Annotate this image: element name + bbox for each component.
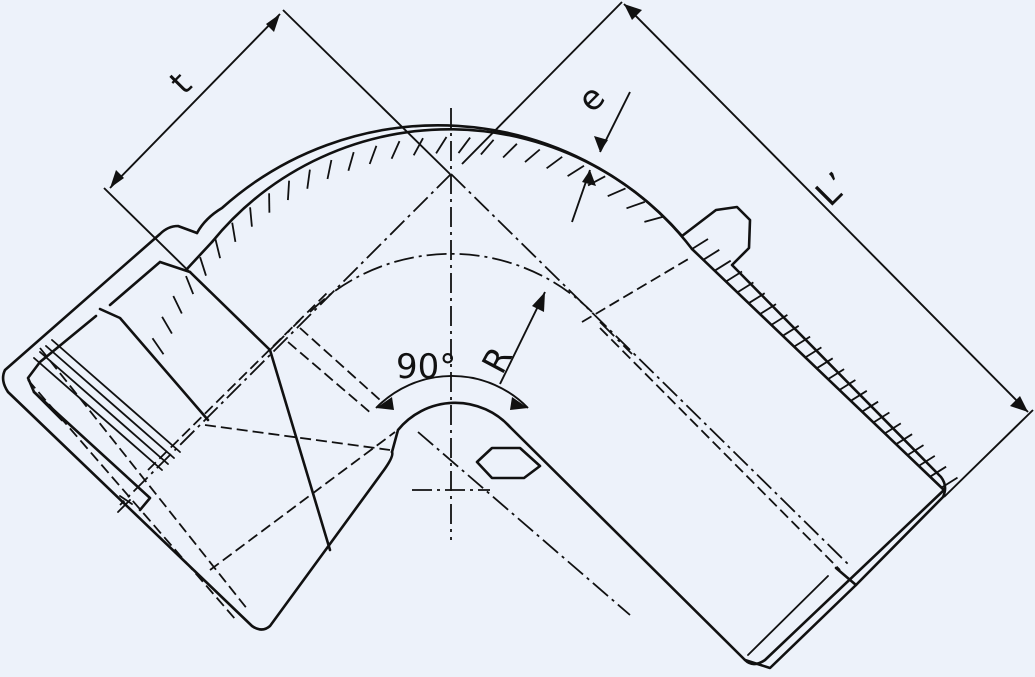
t-extension-upper — [282, 9, 451, 175]
hatch-line — [546, 156, 563, 170]
hatch-line — [161, 316, 173, 335]
hatch-line — [626, 201, 646, 210]
t-arrow-top — [266, 14, 280, 32]
hidden-bore-1 — [39, 347, 249, 611]
socket-shoulder — [184, 240, 214, 272]
hatch-line — [412, 137, 424, 156]
label-t: t — [162, 65, 200, 103]
socket-body-line — [188, 270, 332, 552]
hatch-line — [199, 256, 207, 276]
lprime-extension-lower — [943, 409, 1034, 498]
hatch-line — [644, 215, 664, 223]
hatch-line — [838, 379, 856, 391]
center-lines — [119, 108, 851, 616]
hatch-line — [804, 346, 822, 359]
hidden-inner-1 — [299, 327, 381, 401]
hatch-line — [607, 187, 626, 198]
leg-center-ext — [269, 319, 633, 355]
lprime-extension-upper — [461, 1, 623, 165]
hidden-base-2 — [209, 431, 396, 571]
right-leg — [475, 205, 947, 670]
inner-arc — [390, 401, 512, 454]
left-leg — [1, 224, 394, 631]
r-arrow — [532, 292, 545, 312]
angle-arrow-right — [510, 397, 528, 410]
hatch-line — [480, 139, 495, 156]
wall-hatching — [151, 136, 958, 489]
right-leg-lug — [475, 446, 542, 480]
label-l-prime: L’ — [808, 165, 857, 214]
hatch-line — [714, 259, 732, 272]
hatch-line — [816, 357, 834, 370]
thread-lines — [33, 339, 181, 471]
label-angle: 90° — [396, 347, 456, 387]
hidden-bore-2 — [27, 379, 237, 621]
bend-outline — [195, 124, 694, 454]
label-e: e — [570, 77, 613, 120]
hidden-cross — [147, 289, 331, 471]
right-leg-bottom — [508, 425, 946, 666]
hatch-line — [249, 207, 253, 227]
hatch-line — [172, 295, 183, 314]
outer-arc-inner — [210, 128, 694, 251]
label-radius: R — [475, 341, 521, 381]
hatch-line — [502, 143, 518, 159]
hatch-line — [850, 390, 868, 402]
hatch-line — [306, 169, 311, 189]
hatch-line — [435, 136, 448, 154]
spigot-chamfer — [747, 575, 829, 656]
angle-arrow-left — [376, 397, 394, 410]
hatch-line — [770, 314, 788, 326]
lprime-dimension-line — [623, 3, 1029, 413]
hatch-line — [287, 180, 290, 201]
bore-tick — [117, 495, 133, 513]
hidden-inner-2 — [287, 341, 373, 415]
right-leg-outer-wall — [680, 205, 947, 587]
hatch-line — [782, 325, 800, 337]
hatch-line — [929, 465, 947, 478]
right-leg-inner-wall — [690, 247, 946, 492]
hatch-line — [368, 145, 378, 165]
hidden-lines — [27, 257, 841, 621]
bend-radius-arc — [309, 253, 593, 313]
spigot-end — [743, 566, 858, 670]
e-arrow-bottom — [582, 170, 596, 186]
angle-arc — [375, 374, 529, 409]
hatch-line — [390, 140, 401, 160]
dimensions — [103, 1, 1034, 498]
t-extension-lower — [103, 187, 211, 293]
t-arrow-bottom — [110, 170, 124, 188]
hatch-line — [326, 159, 333, 180]
lprime-arrow-top — [624, 4, 642, 20]
left-leg-axis — [119, 173, 452, 506]
hatch-line — [185, 275, 195, 295]
hatch-line — [151, 337, 165, 355]
hidden-right-1 — [599, 327, 841, 571]
socket-inner-profile — [26, 260, 192, 422]
hatch-line — [691, 238, 709, 250]
t-dimension-line — [109, 13, 281, 189]
e-arrow-top — [594, 136, 608, 152]
hatch-line — [524, 148, 541, 163]
socket-thread-start — [98, 307, 210, 422]
hatch-line — [231, 222, 237, 243]
labels: t e L’ 90° R — [162, 65, 857, 387]
lprime-arrow-bottom — [1010, 396, 1028, 412]
hatch-line — [567, 165, 585, 177]
socket-body — [1, 224, 394, 631]
hatch-line — [793, 335, 811, 348]
hatch-line — [457, 137, 471, 154]
hatch-line — [214, 239, 221, 259]
inner-axis — [417, 431, 631, 616]
hatch-line — [347, 151, 355, 171]
hatch-line — [702, 249, 720, 261]
hatch-line — [827, 368, 845, 380]
outer-arc-outer — [195, 124, 684, 238]
right-leg-axis — [450, 173, 851, 567]
hidden-right-2 — [581, 257, 691, 323]
socket-bore-edge — [32, 390, 152, 512]
